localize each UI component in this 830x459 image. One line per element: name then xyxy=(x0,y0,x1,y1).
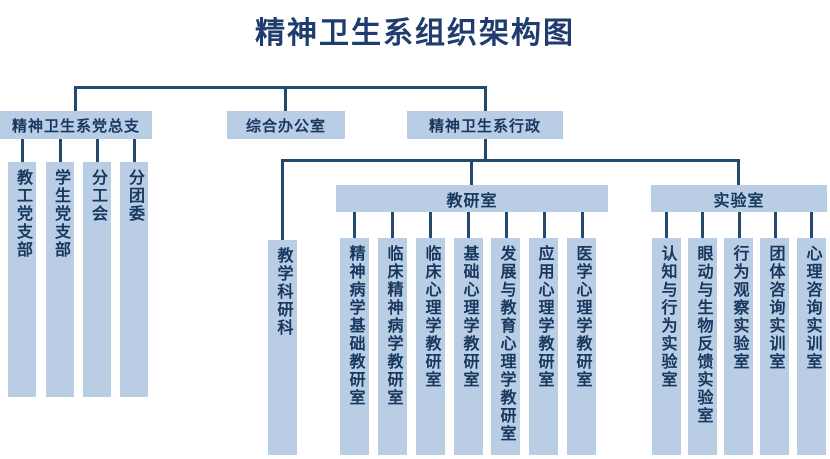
page-title: 精神卫生系组织架构图 xyxy=(255,17,575,50)
connector-line xyxy=(284,86,287,111)
connector-line xyxy=(738,212,741,238)
node-label: 分团委 xyxy=(126,169,143,223)
connector-line xyxy=(581,212,584,238)
node-label: 学生党支部 xyxy=(52,169,69,259)
connector-line xyxy=(74,86,77,111)
connector-line xyxy=(484,86,487,111)
node-label: 行为观察实验室 xyxy=(730,245,748,371)
node-lab-group: 实验室 xyxy=(651,185,827,212)
node-label: 精神卫生系行政 xyxy=(428,117,541,135)
connector-line xyxy=(281,159,284,240)
node-lab-child: 心理咨询实训室 xyxy=(797,238,826,455)
node-label: 分工会 xyxy=(89,169,106,223)
connector-line xyxy=(484,139,487,161)
connector-line xyxy=(470,159,473,185)
node-lab-child: 行为观察实验室 xyxy=(724,238,753,455)
node-label: 临床精神病学教研室 xyxy=(384,245,402,407)
node-teaching-section: 教学科研科 xyxy=(268,240,297,455)
node-lab-child: 认知与行为实验室 xyxy=(652,238,681,455)
node-lab-child: 团体咨询实训室 xyxy=(760,238,789,455)
connector-line xyxy=(665,212,668,238)
node-teaching-child: 临床精神病学教研室 xyxy=(378,238,407,455)
node-label: 教工党支部 xyxy=(14,169,31,259)
connector-line xyxy=(353,212,356,238)
node-label: 医学心理学教研室 xyxy=(573,245,591,389)
connector-line xyxy=(281,159,739,162)
node-label: 眼动与生物反馈实验室 xyxy=(694,245,712,425)
node-label: 综合办公室 xyxy=(245,117,326,135)
node-label: 认知与行为实验室 xyxy=(658,245,676,389)
node-label: 精神病学基础教研室 xyxy=(346,245,364,407)
connector-line xyxy=(21,139,24,162)
node-teaching-child: 临床心理学教研室 xyxy=(416,238,445,455)
node-label: 精神卫生系党总支 xyxy=(11,117,140,135)
node-label: 心理咨询实训室 xyxy=(803,245,821,371)
connector-line xyxy=(74,86,487,89)
node-party-child: 教工党支部 xyxy=(8,162,36,397)
node-teaching-child: 基础心理学教研室 xyxy=(454,238,483,455)
node-teaching-child: 医学心理学教研室 xyxy=(567,238,596,455)
connector-line xyxy=(467,212,470,238)
connector-line xyxy=(774,212,777,238)
connector-line xyxy=(543,212,546,238)
node-teaching-child: 发展与教育心理学教研室 xyxy=(491,238,520,455)
node-party-committee: 精神卫生系党总支 xyxy=(0,111,152,139)
connector-line xyxy=(96,139,99,162)
connector-line xyxy=(810,212,813,238)
connector-line xyxy=(59,139,62,162)
node-admin: 精神卫生系行政 xyxy=(407,111,563,139)
connector-line xyxy=(737,159,740,185)
node-party-child: 分团委 xyxy=(120,162,148,397)
node-label: 教学科研科 xyxy=(274,247,292,337)
node-label: 实验室 xyxy=(713,192,765,210)
node-label: 发展与教育心理学教研室 xyxy=(497,245,515,443)
node-teaching-group: 教研室 xyxy=(336,185,608,212)
node-label: 临床心理学教研室 xyxy=(422,245,440,389)
connector-line xyxy=(505,212,508,238)
connector-line xyxy=(429,212,432,238)
node-label: 基础心理学教研室 xyxy=(460,245,478,389)
connector-line xyxy=(391,212,394,238)
node-general-office: 综合办公室 xyxy=(227,111,345,139)
connector-line xyxy=(133,139,136,162)
node-teaching-child: 应用心理学教研室 xyxy=(529,238,558,455)
node-label: 团体咨询实训室 xyxy=(766,245,784,371)
node-label: 应用心理学教研室 xyxy=(535,245,553,389)
node-party-child: 学生党支部 xyxy=(46,162,74,397)
node-label: 教研室 xyxy=(446,192,498,210)
node-lab-child: 眼动与生物反馈实验室 xyxy=(688,238,717,455)
node-teaching-child: 精神病学基础教研室 xyxy=(340,238,369,455)
connector-line xyxy=(701,212,704,238)
node-party-child: 分工会 xyxy=(83,162,111,397)
